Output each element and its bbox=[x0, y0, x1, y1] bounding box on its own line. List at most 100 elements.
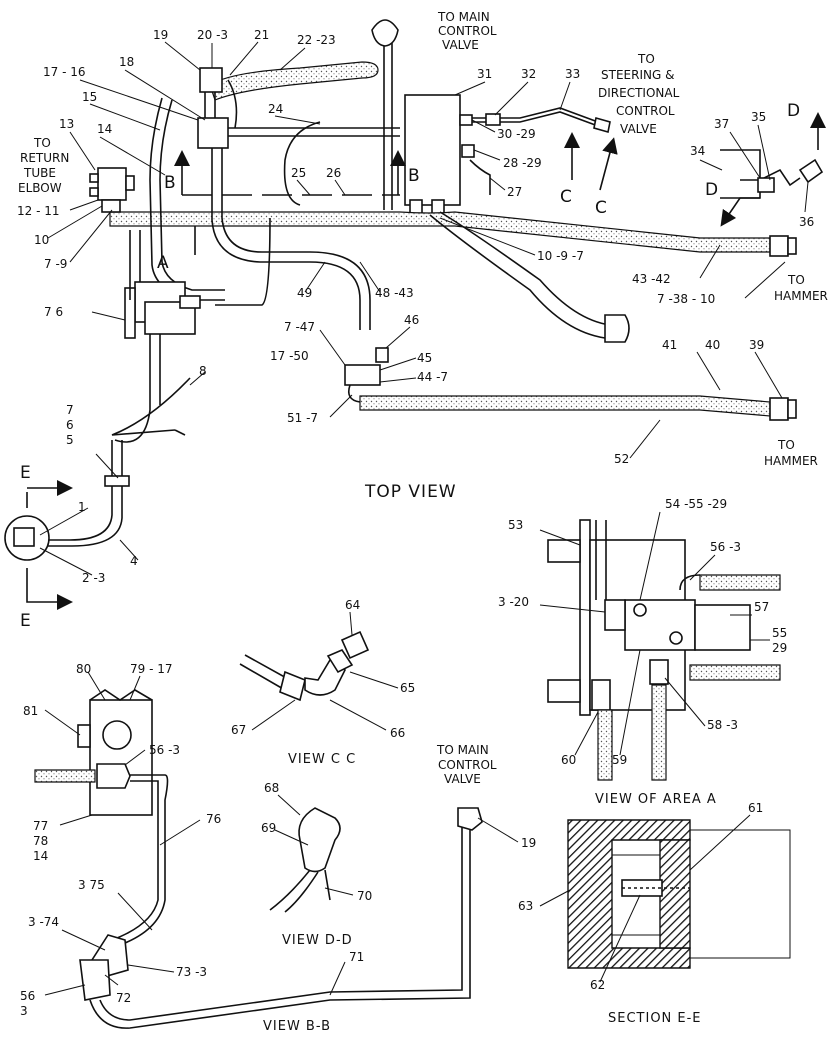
callout-3-75: 3 75 bbox=[78, 878, 105, 892]
letter-d-left: D bbox=[705, 180, 718, 200]
letter-e-top: E bbox=[20, 463, 31, 483]
hose-48 bbox=[215, 217, 271, 306]
callout-19-b: 19 bbox=[521, 836, 536, 850]
callout-79-17: 79 - 17 bbox=[130, 662, 173, 676]
title-section-ee: SECTION E-E bbox=[608, 1011, 702, 1026]
fitting-10 bbox=[101, 199, 121, 213]
hose-57-lower bbox=[689, 664, 781, 681]
callout-17-50: 17 -50 bbox=[270, 349, 309, 363]
hose-22-23 bbox=[209, 61, 379, 101]
callout-36: 36 bbox=[799, 215, 814, 229]
callout-28-29: 28 -29 bbox=[503, 156, 542, 170]
section-inner-lines bbox=[612, 854, 660, 936]
callout-20-3: 20 -3 bbox=[197, 28, 228, 42]
coupler-hammer-2 bbox=[769, 397, 789, 421]
hose-43-42 bbox=[109, 211, 771, 253]
title-view-dd: VIEW D-D bbox=[282, 933, 353, 948]
wires-70 bbox=[269, 869, 331, 913]
valve-a-port bbox=[179, 295, 201, 309]
plate-53 bbox=[579, 519, 591, 716]
callout-58-3: 58 -3 bbox=[707, 718, 738, 732]
note-return-l2: RETURN bbox=[20, 151, 69, 165]
note-return-l3: TUBE bbox=[23, 166, 56, 180]
callout-27: 27 bbox=[507, 185, 522, 199]
callout-45: 45 bbox=[417, 351, 432, 365]
note-hammer-1-l1: TO bbox=[787, 273, 805, 287]
note-to-main-control-2-l3: VALVE bbox=[444, 772, 481, 786]
callout-67: 67 bbox=[231, 723, 246, 737]
callout-7-stack-3: 5 bbox=[66, 433, 74, 447]
callout-7-stack-1: 7 bbox=[66, 403, 74, 417]
callout-62: 62 bbox=[590, 978, 605, 992]
callout-64: 64 bbox=[345, 598, 360, 612]
callout-18: 18 bbox=[119, 55, 134, 69]
callout-1: 1 bbox=[78, 500, 86, 514]
hose-8-a bbox=[114, 334, 151, 443]
callout-43-42: 43 -42 bbox=[632, 272, 671, 286]
hose-60 bbox=[597, 709, 613, 781]
title-top-view: TOP VIEW bbox=[364, 482, 457, 502]
note-hammer-2-l1: TO bbox=[777, 438, 795, 452]
callout-52: 52 bbox=[614, 452, 629, 466]
letter-a: A bbox=[157, 253, 169, 273]
callout-56: 56 bbox=[20, 989, 35, 1003]
nut-56-bb bbox=[96, 763, 131, 789]
callout-10-9-7: 10 -9 -7 bbox=[537, 249, 584, 263]
view-dd-group bbox=[269, 807, 341, 913]
callout-70: 70 bbox=[357, 889, 372, 903]
valve-body-31 bbox=[404, 94, 461, 206]
callout-14: 14 bbox=[97, 122, 112, 136]
callout-32: 32 bbox=[521, 67, 536, 81]
arrow-c-right bbox=[599, 137, 618, 191]
callout-7-6: 7 6 bbox=[44, 305, 63, 319]
callout-76: 76 bbox=[206, 812, 221, 826]
callout-7-stack-2: 6 bbox=[66, 418, 74, 432]
note-steering-l2: STEERING & bbox=[601, 68, 674, 82]
callout-66: 66 bbox=[390, 726, 405, 740]
coupler-hammer-1-tip bbox=[787, 237, 797, 255]
section-body-a bbox=[567, 819, 691, 969]
tube-elbow-cap bbox=[371, 19, 399, 47]
callout-10: 10 bbox=[34, 233, 49, 247]
line-4 bbox=[45, 440, 113, 541]
callout-15: 15 bbox=[82, 90, 97, 104]
valve-port-28 bbox=[461, 144, 475, 158]
callout-78: 78 bbox=[33, 834, 48, 848]
callout-33: 33 bbox=[565, 67, 580, 81]
callout-61: 61 bbox=[748, 801, 763, 815]
view-bb-group bbox=[34, 689, 483, 1029]
callout-46: 46 bbox=[404, 313, 419, 327]
callout-51-7: 51 -7 bbox=[287, 411, 318, 425]
callout-80: 80 bbox=[76, 662, 91, 676]
cap-80 bbox=[102, 720, 132, 750]
tube-76 bbox=[119, 774, 169, 946]
fitting-58 bbox=[649, 659, 669, 685]
valve-18 bbox=[197, 117, 229, 149]
return-tube bbox=[375, 21, 395, 210]
callout-56-3-a: 56 -3 bbox=[710, 540, 741, 554]
bolt-53-bottom bbox=[547, 679, 581, 703]
callout-3-20: 3 -20 bbox=[498, 595, 529, 609]
fitting-72 bbox=[79, 959, 111, 1001]
callout-57: 57 bbox=[754, 600, 769, 614]
fitting-64 bbox=[340, 630, 370, 660]
tube-76-b bbox=[111, 780, 159, 941]
note-to-main-control-1-l3: VALVE bbox=[442, 38, 479, 52]
callout-35: 35 bbox=[751, 110, 766, 124]
callout-12-11: 12 - 11 bbox=[17, 204, 60, 218]
block-79-break bbox=[89, 689, 153, 701]
callout-63: 63 bbox=[518, 899, 533, 913]
hose-56-bb bbox=[34, 769, 96, 783]
line-24 bbox=[228, 127, 400, 137]
top-view-group bbox=[4, 19, 826, 610]
tube-10-9-7 bbox=[439, 211, 611, 326]
callout-60: 60 bbox=[561, 753, 576, 767]
note-steering-l3: DIRECTIONAL bbox=[598, 86, 680, 100]
callout-68: 68 bbox=[264, 781, 279, 795]
block-13-port-b bbox=[89, 187, 99, 197]
letter-c-left: C bbox=[560, 187, 572, 207]
callout-48-43: 48 -43 bbox=[375, 286, 414, 300]
note-return-l1: TO bbox=[33, 136, 51, 150]
